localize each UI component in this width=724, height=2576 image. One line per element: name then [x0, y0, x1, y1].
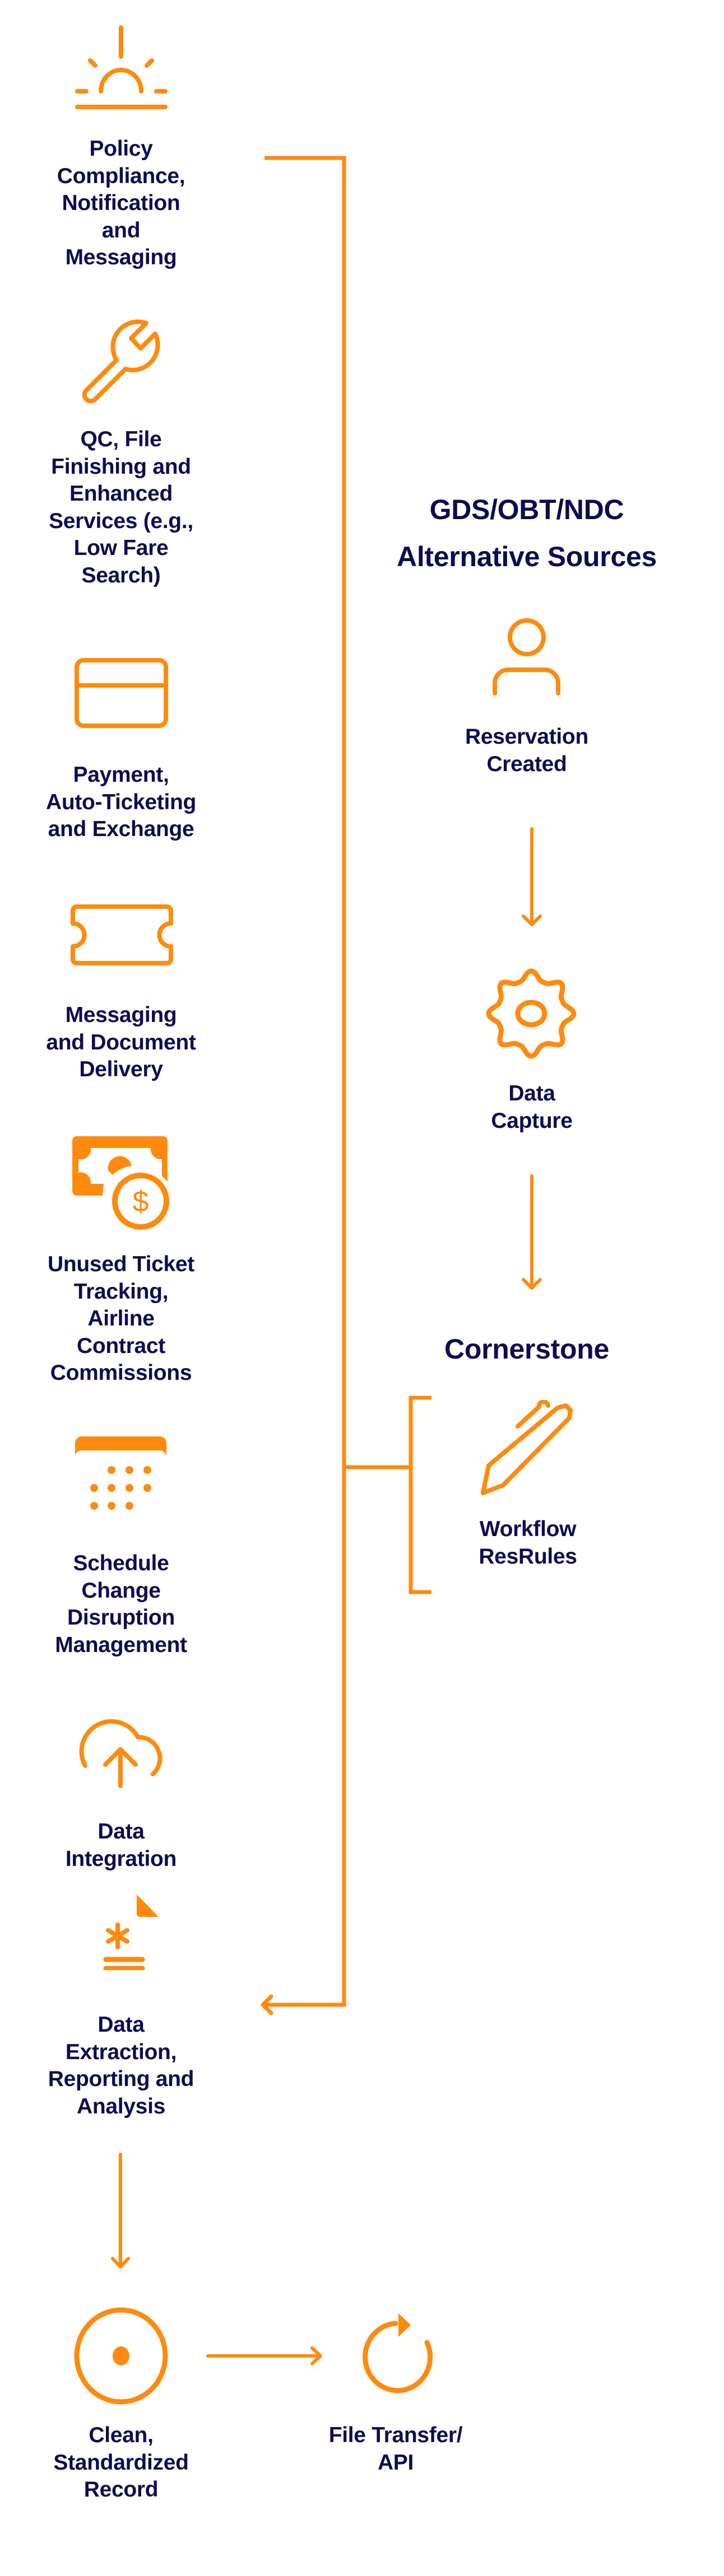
label-messaging-delivery: Messaging and Document Delivery: [46, 1003, 196, 1081]
ticket-icon: [71, 904, 173, 965]
pen-icon: [481, 1400, 573, 1495]
arrowhead-down-icon: [522, 914, 542, 926]
label-data-extraction: Data Extraction, Reporting and Analysis: [48, 2013, 194, 2118]
source-title: GDS/OBT/NDC Alternative Sources: [397, 494, 657, 572]
label-schedule-change: Schedule Change Disruption Management: [55, 1551, 187, 1657]
wrench-icon: [82, 319, 160, 403]
cornerstone-title: Cornerstone: [444, 1333, 609, 1365]
label-data-capture: Data Capture: [491, 1081, 573, 1133]
label-workflow-resrules: Workflow ResRules: [479, 1517, 577, 1569]
sunrise-icon: [75, 25, 168, 109]
label-reservation-created: Reservation Created: [465, 725, 588, 776]
svg-text:$: $: [133, 1186, 149, 1218]
label-policy-compliance: Policy Compliance, Notification and Mess…: [57, 137, 185, 269]
label-qc-file-finishing: QC, File Finishing and Enhanced Services…: [49, 427, 193, 587]
gear-icon: [486, 968, 577, 1059]
arrowhead-right-icon: [310, 2346, 322, 2365]
cloud-upload-icon: [79, 1719, 163, 1788]
arrowhead-down-icon: [522, 1278, 542, 1290]
target-icon: [74, 2307, 168, 2405]
label-unused-ticket: Unused Ticket Tracking, Airline Contract…: [48, 1252, 194, 1385]
person-icon: [493, 618, 560, 696]
calendar-icon: [75, 1436, 166, 1510]
label-data-integration: Data Integration: [65, 1819, 177, 1871]
money-coin-icon: $: [72, 1136, 169, 1230]
label-file-transfer-api: File Transfer/ API: [328, 2423, 463, 2475]
arrowhead-down-icon: [111, 2257, 130, 2269]
document-asterisk-icon: [103, 1894, 159, 1970]
refresh-icon: [363, 2313, 433, 2393]
label-payment-ticketing: Payment, Auto-Ticketing and Exchange: [45, 763, 197, 841]
cornerstone-bracket: [409, 1396, 431, 1594]
arrowhead-left-icon: [261, 1994, 273, 2015]
label-clean-record: Clean, Standardized Record: [53, 2423, 189, 2502]
credit-card-icon: [75, 658, 168, 728]
bracket-connector: [263, 156, 346, 2007]
